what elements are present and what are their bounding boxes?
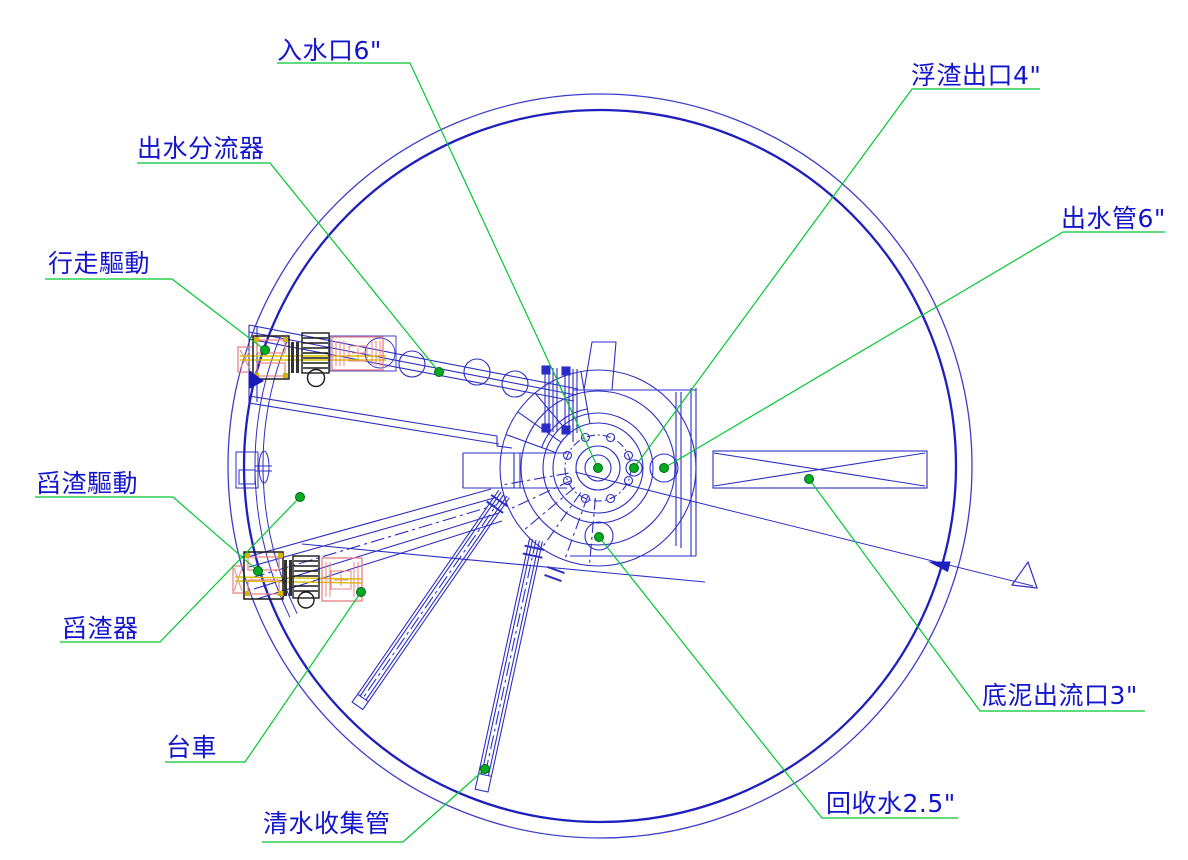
arm-b-centerline bbox=[484, 539, 537, 776]
dot-clear-water bbox=[480, 764, 490, 774]
leader-sludge-outlet bbox=[808, 478, 1145, 712]
tank-inner-wall-circle bbox=[242, 108, 958, 824]
leader-travel-drive bbox=[45, 278, 266, 351]
gear-reducer bbox=[292, 555, 320, 609]
arm-b-end-box bbox=[474, 772, 493, 793]
pipe-flange-block-4 bbox=[561, 425, 571, 435]
label-scooper: 舀渣器 bbox=[62, 614, 139, 643]
scoop-arm-extension-line bbox=[301, 543, 706, 583]
hub-left-pipe-stub bbox=[462, 452, 567, 489]
hub-bolts bbox=[562, 432, 634, 504]
leader-outlet-diverter bbox=[137, 162, 440, 373]
bridge-hole-1 bbox=[398, 350, 426, 378]
arm-a-end-box bbox=[351, 693, 370, 711]
dot-travel-drive bbox=[260, 345, 270, 355]
arm-a-centerline bbox=[362, 493, 505, 699]
bridge-hole-2 bbox=[463, 358, 491, 386]
dot-scum-outlet bbox=[629, 463, 639, 473]
motor-outline bbox=[329, 335, 397, 372]
hub-circle-6 bbox=[584, 454, 612, 482]
label-outlet-pipe: 出水管6" bbox=[1061, 204, 1166, 233]
rim-bracket bbox=[235, 450, 272, 489]
hub-platform bbox=[570, 341, 697, 557]
bridge-top-chord-3 bbox=[248, 338, 575, 402]
inlet-pipe-bracket bbox=[583, 341, 617, 391]
collector-arm-a bbox=[351, 489, 510, 711]
leader-recycle-water bbox=[598, 536, 958, 819]
dot-recycle-water bbox=[594, 532, 604, 542]
pipe-flange-block-3 bbox=[541, 423, 551, 433]
bearing-housing bbox=[252, 335, 290, 380]
tank-outer-wall-circle bbox=[227, 93, 973, 839]
section-flag-triangle bbox=[1010, 560, 1038, 589]
leader-inlet bbox=[277, 62, 599, 469]
bridge-bottom-chord-2 bbox=[248, 402, 500, 445]
label-scum-outlet: 浮渣出口4" bbox=[911, 61, 1041, 90]
arm-a-flanges bbox=[486, 494, 509, 514]
pipe-flange-block-1 bbox=[541, 365, 551, 375]
gear-reducer bbox=[301, 332, 330, 388]
pipe-flange-block-2 bbox=[561, 366, 571, 376]
leader-scum-outlet bbox=[633, 88, 1040, 469]
dot-inlet bbox=[593, 463, 603, 473]
label-clear-water: 清水收集管 bbox=[263, 809, 391, 838]
rim-bracket-plate bbox=[235, 451, 259, 489]
dot-outlet-diverter bbox=[434, 367, 444, 377]
travel-drive-unit bbox=[237, 332, 397, 389]
bridge-hole-3 bbox=[501, 370, 529, 398]
outlet-pipe-port-circle bbox=[649, 453, 679, 483]
label-inlet: 入水口6" bbox=[277, 36, 382, 65]
sludge-outlet-box bbox=[712, 450, 928, 489]
dot-trolley bbox=[356, 587, 366, 597]
recycle-water-port-circle bbox=[584, 521, 614, 551]
motor-fins bbox=[331, 336, 384, 371]
leader-trolley bbox=[165, 591, 362, 763]
leader-lines bbox=[35, 62, 1165, 843]
label-travel-drive: 行走驅動 bbox=[48, 249, 150, 278]
bridge-top-chord-1 bbox=[248, 324, 579, 390]
leader-outlet-pipe bbox=[663, 231, 1165, 469]
hub-circle-2 bbox=[520, 390, 676, 546]
bridge-bottom-chord-1 bbox=[248, 395, 498, 437]
rim-bracket-inner-plate bbox=[238, 469, 256, 485]
dot-scooper bbox=[295, 492, 305, 502]
section-arrowhead bbox=[928, 561, 951, 573]
drive-bracket bbox=[237, 346, 252, 373]
label-trolley: 台車 bbox=[166, 733, 217, 762]
dot-sludge-outlet bbox=[804, 474, 814, 484]
scum-outlet-port-circle bbox=[625, 459, 643, 477]
bearing-housing bbox=[243, 551, 284, 600]
scoop-arm-centerline bbox=[250, 504, 497, 579]
hub-circle-4 bbox=[552, 422, 644, 514]
leader-scooper bbox=[60, 496, 301, 643]
label-outlet-diverter: 出水分流器 bbox=[137, 134, 265, 163]
hub-circle-5 bbox=[575, 445, 621, 491]
bridge-notch bbox=[496, 436, 513, 449]
label-scoop-drive: 舀渣驅動 bbox=[36, 469, 138, 498]
wheel-wedge bbox=[249, 370, 264, 389]
hub-circle-3 bbox=[542, 412, 654, 524]
leader-clear-water bbox=[262, 768, 486, 843]
leader-dots bbox=[253, 345, 814, 774]
leader-scoop-drive bbox=[35, 496, 259, 572]
dot-outlet-pipe bbox=[659, 463, 669, 473]
section-cut-line bbox=[574, 471, 1038, 589]
collector-arm-b bbox=[474, 538, 565, 793]
label-recycle-water: 回收水2.5" bbox=[826, 789, 956, 818]
dot-scoop-drive bbox=[253, 566, 263, 576]
annotation-labels: 入水口6" 浮渣出口4" 出水管6" 出水分流器 行走驅動 舀渣驅動 舀渣器 台… bbox=[36, 36, 1166, 838]
rim-bracket-roller bbox=[258, 450, 270, 484]
inlet-downcomer-pipes bbox=[541, 365, 578, 435]
drive-bracket bbox=[232, 565, 243, 594]
label-sludge-outlet: 底泥出流口3" bbox=[982, 681, 1138, 710]
